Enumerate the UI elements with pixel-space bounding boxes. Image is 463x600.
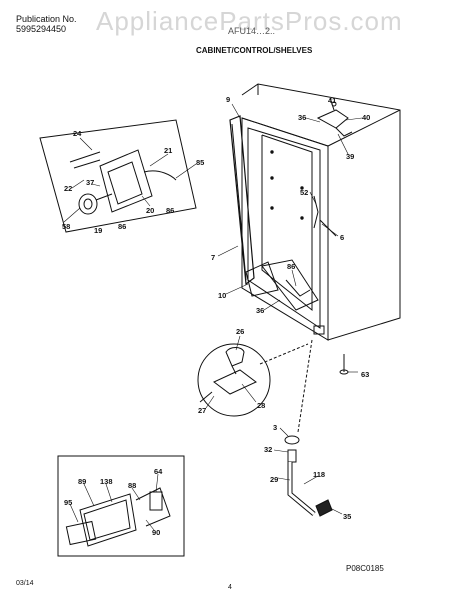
- callout-52: 52: [300, 188, 309, 197]
- callout-6: 6: [340, 233, 345, 242]
- callout-41: 41: [328, 96, 337, 105]
- callout-86: 86: [166, 206, 175, 215]
- callout-118: 118: [313, 470, 326, 479]
- watermark: AppliancePartsPros.com: [96, 6, 403, 36]
- callout-64: 64: [154, 467, 163, 476]
- publication-number: 5995294450: [16, 24, 67, 34]
- callout-7: 7: [211, 253, 216, 262]
- callout-90: 90: [152, 528, 161, 537]
- callout-36b: 36: [256, 306, 265, 315]
- cabinet-drawing: [229, 83, 401, 341]
- callout-36: 36: [298, 113, 307, 122]
- publication-label: Publication No.: [16, 14, 77, 24]
- publication-info: Publication No. 5995294450: [16, 14, 77, 34]
- callout-86b: 86: [118, 222, 127, 231]
- callout-9: 9: [226, 95, 231, 104]
- figure-code: P08C0185: [346, 564, 384, 573]
- callout-88: 88: [128, 481, 137, 490]
- section-title: CABINET/CONTROL/SHELVES: [196, 46, 313, 55]
- callout-26: 26: [236, 327, 245, 336]
- callout-89: 89: [78, 477, 87, 486]
- callout-29: 29: [270, 475, 279, 484]
- callout-21: 21: [164, 146, 173, 155]
- callout-39: 39: [346, 152, 355, 161]
- callout-3: 3: [273, 423, 278, 432]
- callout-19: 19: [94, 226, 103, 235]
- callout-32: 32: [264, 445, 273, 454]
- callout-95: 95: [64, 498, 73, 507]
- callout-86c: 86: [287, 262, 296, 271]
- control-inset: [39, 119, 197, 233]
- callout-20: 20: [146, 206, 155, 215]
- callout-35: 35: [343, 512, 352, 521]
- callout-28: 28: [257, 401, 266, 410]
- callout-22: 22: [64, 184, 73, 193]
- callout-24: 24: [73, 129, 82, 138]
- callout-63: 63: [361, 370, 370, 379]
- drain-assembly: [284, 339, 349, 517]
- footer-date: 03/14: [16, 580, 34, 587]
- model-number: AFU14…2..: [228, 26, 276, 36]
- callout-10: 10: [218, 291, 227, 300]
- hinge-inset: [197, 343, 309, 417]
- callout-85: 85: [196, 158, 205, 167]
- callout-40: 40: [362, 113, 371, 122]
- shelf-inset: [57, 455, 185, 557]
- callout-27: 27: [198, 406, 207, 415]
- callout-138: 138: [100, 477, 113, 486]
- callout-37: 37: [86, 178, 95, 187]
- callout-58: 58: [62, 222, 71, 231]
- page-number: 4: [228, 584, 232, 591]
